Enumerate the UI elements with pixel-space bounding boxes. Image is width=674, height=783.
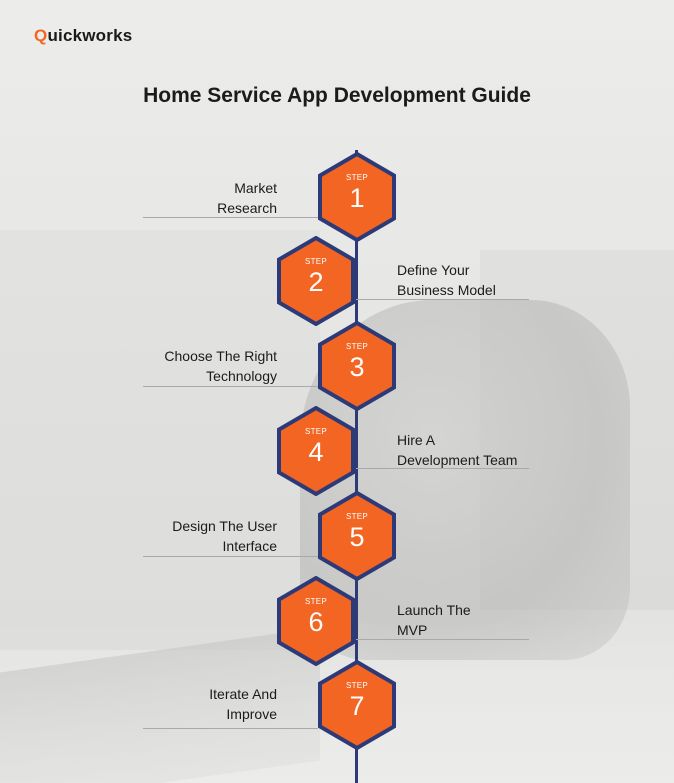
step-1-hexagon: STEP 1 <box>317 152 397 242</box>
brand-logo: Quickworks <box>34 26 133 45</box>
step-7-hexagon: STEP 7 <box>317 660 397 750</box>
step-7-rule <box>143 728 318 729</box>
step-5-hexagon: STEP 5 <box>317 491 397 581</box>
step-2-rule <box>356 299 529 300</box>
step-4-rule <box>356 468 529 469</box>
step-3-rule <box>143 386 318 387</box>
step-5-rule <box>143 556 318 557</box>
step-4-hexagon: STEP 4 <box>276 406 356 496</box>
step-6-rule <box>356 639 529 640</box>
timeline-spine <box>355 150 358 783</box>
step-1-rule <box>143 217 318 218</box>
step-3-hexagon: STEP 3 <box>317 321 397 411</box>
step-2-hexagon: STEP 2 <box>276 236 356 326</box>
page-title: Home Service App Development Guide <box>143 84 531 107</box>
step-6-hexagon: STEP 6 <box>276 576 356 666</box>
